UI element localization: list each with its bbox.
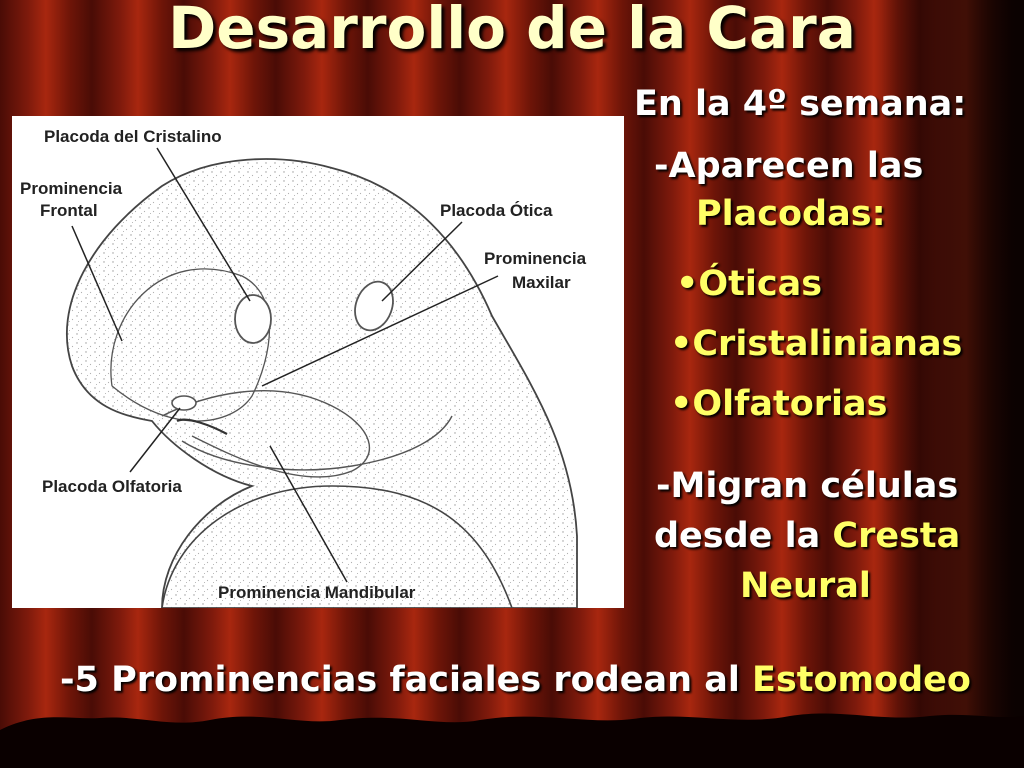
label-lens-placode: Placoda del Cristalino	[44, 127, 222, 146]
appear-line: -Aparecen las	[654, 146, 924, 186]
label-mandibular: Prominencia Mandibular	[218, 583, 416, 602]
lens-placode-shape	[234, 294, 272, 344]
stage-floor	[0, 713, 1024, 768]
placode-item-cristalinianas: •Cristalinianas	[670, 324, 963, 364]
migrate-line-1: -Migran células	[656, 466, 959, 506]
migrate-line-2: desde la Cresta	[654, 516, 960, 556]
chest-outline	[161, 485, 513, 608]
bottom-statement-prefix: -5 Prominencias faciales rodean al	[60, 660, 753, 700]
leader-olfactory	[129, 407, 181, 473]
label-maxillary-1: Prominencia	[484, 249, 587, 268]
migrate-line-2-prefix: desde la	[654, 516, 833, 556]
label-olfactory-placode: Placoda Olfatoria	[42, 477, 182, 496]
mandibular-prominence-outline	[181, 415, 453, 471]
slide-title: Desarrollo de la Cara	[168, 0, 856, 62]
mouth-fold	[176, 418, 228, 435]
label-otic-placode: Placoda Ótica	[440, 201, 553, 220]
leader-lens	[156, 147, 251, 302]
label-maxillary-2: Maxilar	[512, 273, 571, 292]
label-frontal-2: Frontal	[40, 201, 98, 220]
neural-crest-word-2: Neural	[740, 566, 871, 606]
bottom-statement: -5 Prominencias faciales rodean al Estom…	[60, 660, 971, 700]
leader-mandibular	[269, 445, 348, 583]
leader-frontal	[71, 225, 123, 342]
stomodeum-word: Estomodeo	[752, 660, 971, 700]
label-frontal-1: Prominencia	[20, 179, 123, 198]
placode-item-olfatorias: •Olfatorias	[670, 384, 888, 424]
placodes-heading: Placodas:	[696, 194, 886, 234]
leader-otic	[381, 221, 463, 302]
leader-maxillary	[261, 275, 499, 387]
placode-item-oticas: •Óticas	[676, 264, 823, 304]
week-heading: En la 4º semana:	[634, 84, 967, 124]
olfactory-placode-shape	[171, 395, 197, 411]
head-outline	[65, 158, 578, 608]
neural-crest-word-1: Cresta	[832, 516, 961, 556]
embryo-drawing: Placoda del Cristalino Prominencia Front…	[20, 127, 587, 608]
otic-placode-shape	[354, 280, 394, 332]
embryo-face-illustration: Placoda del Cristalino Prominencia Front…	[12, 116, 624, 608]
